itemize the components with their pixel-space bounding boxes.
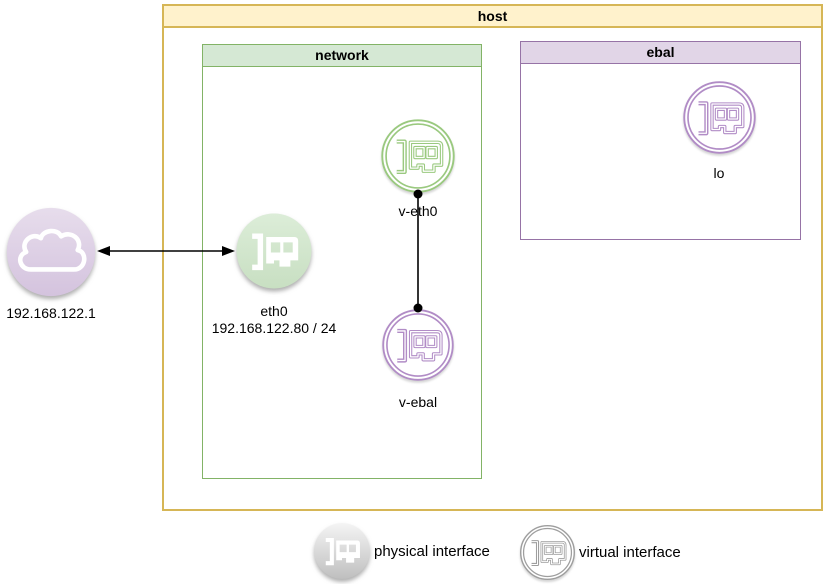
- eth0-label-ip: 192.168.122.80 / 24: [211, 320, 337, 336]
- cloud-icon[interactable]: [5, 206, 97, 298]
- vebal-label: v-ebal: [398, 394, 438, 410]
- container-ebal[interactable]: ebal: [520, 41, 801, 240]
- lo-label: lo: [713, 165, 725, 181]
- eth0-label-name: eth0: [260, 303, 288, 319]
- container-ebal-title: ebal: [521, 42, 800, 64]
- legend-virtual-label: virtual interface: [579, 544, 681, 561]
- virtual-interface-icon-vebal[interactable]: [381, 308, 455, 382]
- legend-virtual-interface-icon: [519, 524, 576, 581]
- physical-interface-icon-eth0[interactable]: [235, 212, 313, 290]
- virtual-interface-icon-lo[interactable]: [682, 80, 757, 155]
- legend-physical-label: physical interface: [374, 543, 490, 560]
- cloud-label: 192.168.122.1: [6, 305, 96, 321]
- veth0-label: v-eth0: [398, 203, 438, 219]
- container-network-title: network: [203, 45, 481, 67]
- eth0-label: eth0 192.168.122.80 / 24: [184, 303, 364, 337]
- container-host-title: host: [164, 6, 821, 28]
- legend-physical-interface-icon: [313, 522, 371, 580]
- virtual-interface-icon-veth0[interactable]: [380, 118, 456, 194]
